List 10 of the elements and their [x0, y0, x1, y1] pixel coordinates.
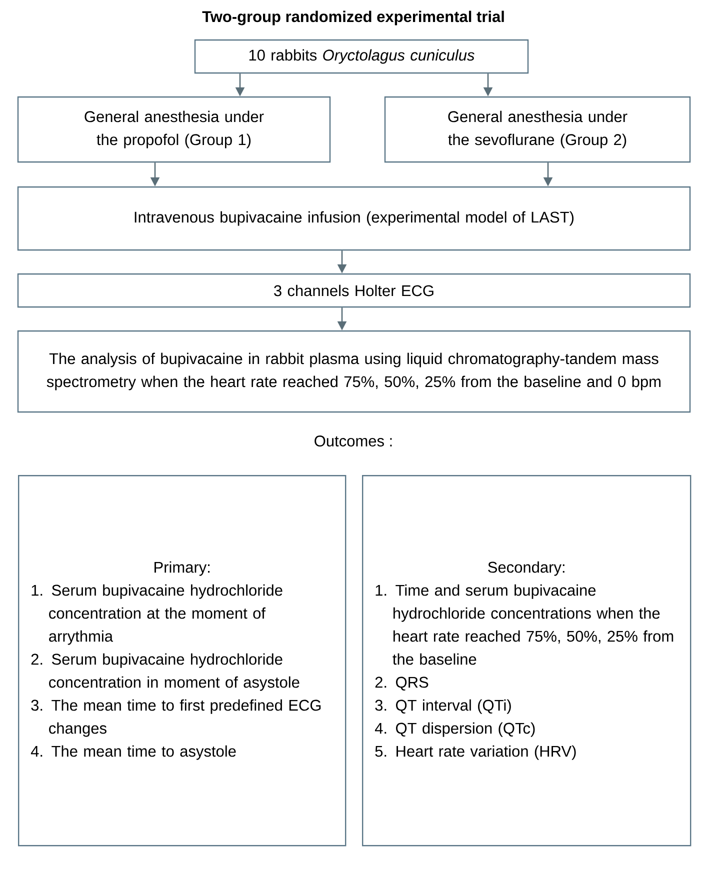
process-box: The analysis of bupivacaine in rabbit plasma using liquid chromatography-tandem mass spectrometry when the heart rate reached 75%, 50%, 25% from the baseline and 0 bpm	[17, 330, 691, 413]
process-box: 10 rabbits Oryctolagus cuniculus	[194, 39, 529, 74]
process-box: General anesthesia under the propofol (Group 1)	[17, 96, 331, 163]
title: Two-group randomized experimental trial	[202, 10, 504, 26]
outcome-box: Secondary: 1. Time and serum bupivacaine hydrochloride concentrations when the heart rate reached 75%, 50%, 25% from the baseline 2. QRS 3. QT interval (QTi) 4. QT dispersion (QTc) 5. Heart rate variation (HRV)	[362, 475, 692, 846]
process-box: General anesthesia under the sevoflurane (Group 2)	[384, 96, 691, 163]
section-heading: Outcomes :	[314, 436, 392, 446]
outcome-box: Primary: 1. Serum bupivacaine hydrochloride concentration at the moment of arrythmia 2. Serum bupivacaine hydrochloride concentration in moment of asystole 3. The mean time to first predefined ECG changes 4. The mean time to asystole	[18, 475, 346, 846]
process-box: Intravenous bupivacaine infusion (experimental model of LAST)	[17, 186, 691, 251]
process-box: 3 channels Holter ECG	[17, 273, 691, 308]
